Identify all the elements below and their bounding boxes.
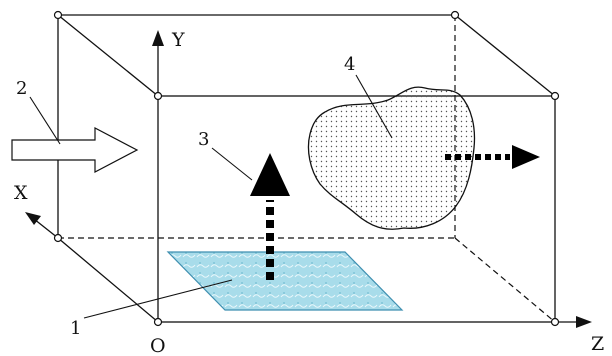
y-axis-label: Y [171,29,185,51]
vertex-back-top-right [450,10,460,20]
z-axis-arrowhead [576,316,592,328]
callout-1: 1 [70,318,81,339]
callout-4: 4 [344,54,355,75]
leader-3 [211,147,253,181]
x-axis-label: X [14,182,28,204]
front-face [157,95,556,323]
x-axis-arrowhead [25,212,41,225]
leader-1 [83,279,233,319]
z-axis-label: Z [591,333,604,355]
leader-2 [29,96,61,145]
vertex-back-bottom-left [53,233,63,243]
inflow-arrow [11,127,139,173]
vertex-front-bottom-right [550,317,560,327]
callout-3: 3 [198,129,209,150]
cloud-motion-arrow [445,145,540,169]
bottom-left-depth-edge [57,237,159,323]
top-right-depth-edge [454,14,556,97]
water-pool [166,251,404,311]
origin-label: O [150,335,166,356]
callout-2: 2 [16,78,27,99]
vertex-origin [153,317,163,327]
top-left-depth-edge [57,14,159,97]
callout-leaders [29,74,393,319]
axes [25,30,592,328]
x-axis [33,218,59,239]
cloud-motion-arrow-head [512,145,540,169]
vertex-front-top-left [153,91,163,101]
bottom-right-depth-edge [454,237,556,323]
y-axis-arrowhead [152,30,164,46]
vertex-back-top-left [53,10,63,20]
cloud-blob [307,86,476,230]
updraft-arrow-head [250,153,290,196]
vertices [53,10,560,327]
box-edges [57,14,556,323]
leader-4 [355,74,393,139]
vertex-front-top-right [550,91,560,101]
updraft-arrow [250,153,290,280]
